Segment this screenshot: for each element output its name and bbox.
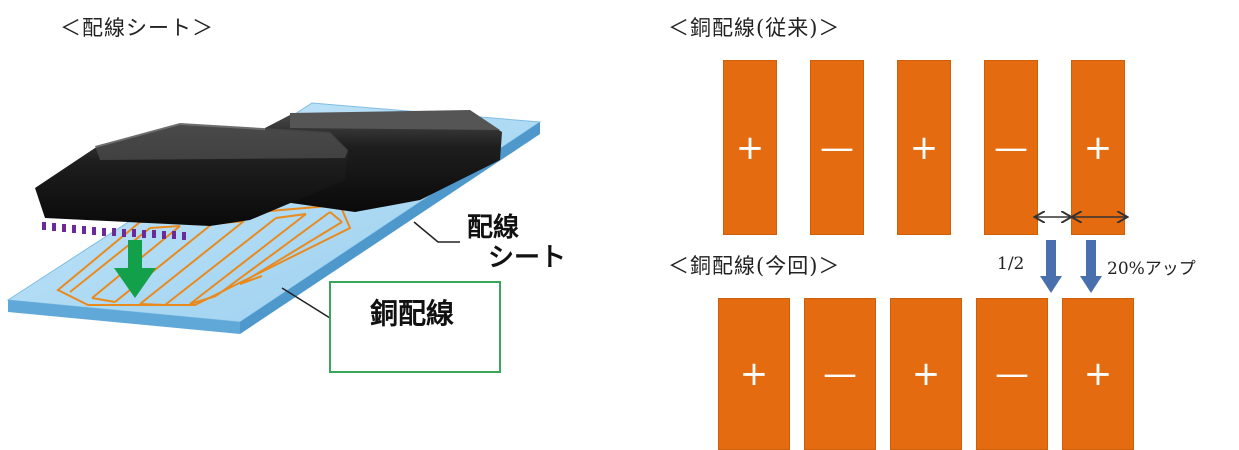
wiring-sheet-illustration bbox=[6, 102, 542, 373]
green-down-arrow bbox=[114, 240, 156, 298]
conventional-conductor-2: — bbox=[810, 60, 864, 235]
conventional-conductor-1: + bbox=[723, 60, 777, 235]
sheet-leader-line bbox=[413, 221, 460, 243]
current-conductor-5: + bbox=[1062, 298, 1134, 450]
copper-wiring-label: 銅配線 bbox=[370, 297, 455, 330]
wiring-sheet-heading: ＜配線シート＞ bbox=[60, 16, 214, 40]
chip-bumps bbox=[42, 222, 186, 240]
current-conductor-2: — bbox=[804, 298, 876, 450]
current-conductor-3: + bbox=[890, 298, 962, 450]
width-increase-label: 20%アップ bbox=[1107, 259, 1196, 279]
current-conductor-1: + bbox=[718, 298, 790, 450]
current-heading: ＜銅配線(今回)＞ bbox=[668, 254, 841, 278]
sheet-label-line1: 配線 bbox=[467, 213, 520, 243]
gap-down-arrow bbox=[1040, 240, 1062, 293]
sheet-label-line2: シート bbox=[488, 243, 567, 273]
gap-label: 1/2 bbox=[997, 254, 1025, 274]
current-conductor-4: — bbox=[976, 298, 1048, 450]
conventional-conductor-3: + bbox=[897, 60, 951, 235]
conventional-conductor-4: — bbox=[984, 60, 1038, 235]
copper-leader-line bbox=[281, 287, 335, 319]
width-down-arrow bbox=[1080, 240, 1102, 293]
chip-front bbox=[35, 123, 348, 226]
copper-label-box bbox=[329, 281, 501, 373]
conventional-conductor-5: + bbox=[1071, 60, 1125, 235]
conventional-heading: ＜銅配線(従来)＞ bbox=[668, 16, 841, 40]
